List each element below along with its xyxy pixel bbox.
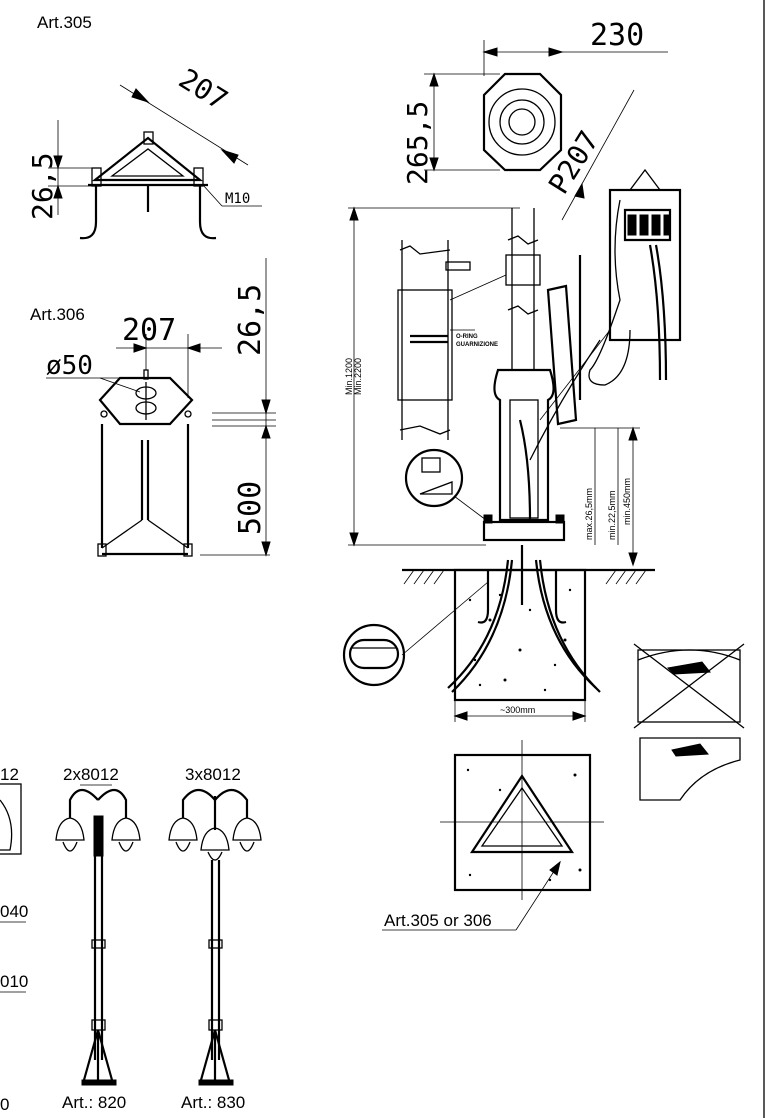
oring-label: O-RING [456, 334, 478, 340]
lamp-cut-label: 12 [0, 765, 19, 784]
art305-anchor-drawing: Art.305 207 26,5 M10 [26, 13, 262, 240]
art-cut-label: 0 [0, 1095, 9, 1114]
dim-207-a: 207 [173, 62, 233, 117]
dim-min2200: Min.2200 [353, 358, 363, 395]
code-010: 010 [0, 972, 28, 991]
dim-m10: M10 [225, 191, 250, 207]
art305-label: Art.305 [37, 13, 92, 32]
dim-230: 230 [590, 18, 644, 53]
lamp-2-label: 2x8012 [63, 765, 119, 784]
guarnizione-label: GUARNIZIONE [456, 342, 498, 348]
dim-w300: ~300mm [500, 705, 535, 715]
art306-anchor-drawing: Art.306 207 ø50 [30, 258, 276, 557]
art820-label: Art.: 820 [62, 1093, 126, 1112]
dim-500: 500 [233, 481, 268, 535]
concrete-texture [468, 588, 572, 692]
dim-phi50: ø50 [46, 351, 93, 381]
dim-26-5-b: 26,5 [233, 284, 268, 356]
art305or306-label: Art.305 or 306 [384, 911, 492, 930]
dim-265-5: 265,5 [401, 101, 434, 185]
plan-concrete-texture [466, 768, 582, 882]
dim-min450: min.450mm [622, 478, 632, 525]
dim-min1200: Min.1200 [344, 358, 354, 395]
dim-max26: max.26,5mm [584, 488, 594, 540]
installation-section: Min.1200 Min.2200 [342, 168, 745, 931]
lamp-3-label: 3x8012 [185, 765, 241, 784]
art306-label: Art.306 [30, 305, 85, 324]
dim-207-b: 207 [122, 313, 176, 348]
dim-min22: min.22,5mm [607, 490, 617, 540]
dim-26-5-a: 26,5 [26, 153, 59, 220]
lamp-models: 12 040 010 0 2x8012 Art.: 820 3x8012 [0, 765, 262, 1114]
art830-label: Art.: 830 [181, 1093, 245, 1112]
code-040: 040 [0, 902, 28, 921]
